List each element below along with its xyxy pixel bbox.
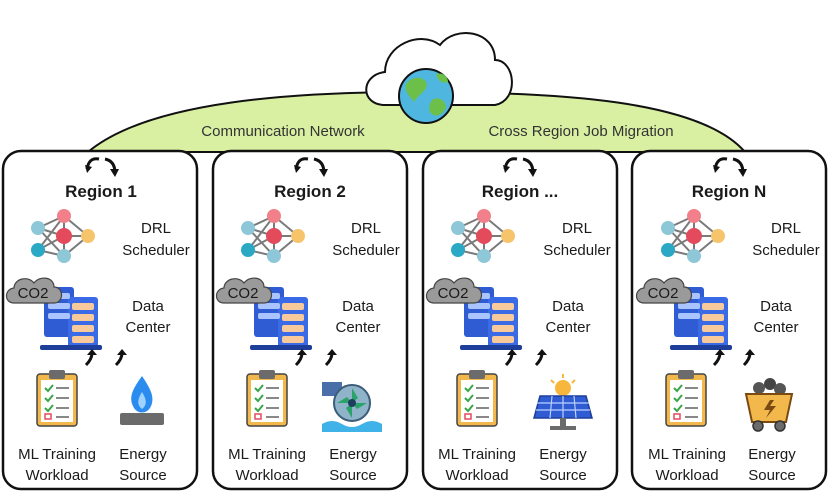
- region-title: Region 2: [274, 182, 346, 201]
- workload-label: Workload: [445, 467, 508, 484]
- energy-label: Energy: [748, 446, 796, 463]
- gas-flame-icon: [120, 376, 164, 425]
- energy-label: Energy: [539, 446, 587, 463]
- workload-label: Workload: [235, 467, 298, 484]
- source-label: Source: [119, 467, 167, 484]
- data-label: Data: [760, 298, 792, 315]
- energy-label: Energy: [119, 446, 167, 463]
- center-label: Center: [753, 319, 798, 336]
- scheduler-label: Scheduler: [332, 242, 400, 259]
- clipboard-icon: [36, 369, 78, 427]
- drl-label: DRL: [771, 220, 801, 237]
- co2-label: CO2: [648, 285, 679, 302]
- clipboard-icon: [456, 369, 498, 427]
- center-label: Center: [125, 319, 170, 336]
- ml-training-label: ML Training: [438, 446, 516, 463]
- ml-training-label: ML Training: [648, 446, 726, 463]
- workload-label: Workload: [655, 467, 718, 484]
- clipboard-icon: [246, 369, 288, 427]
- drl-label: DRL: [141, 220, 171, 237]
- co2-label: CO2: [18, 285, 49, 302]
- source-label: Source: [539, 467, 587, 484]
- data-label: Data: [342, 298, 374, 315]
- workload-label: Workload: [25, 467, 88, 484]
- scheduler-label: Scheduler: [752, 242, 820, 259]
- communication-network-label: Communication Network: [201, 123, 365, 140]
- source-label: Source: [329, 467, 377, 484]
- globe-icon: [398, 68, 454, 124]
- co2-label: CO2: [438, 285, 469, 302]
- region-title: Region N: [692, 182, 767, 201]
- drl-label: DRL: [562, 220, 592, 237]
- scheduler-label: Scheduler: [543, 242, 611, 259]
- source-label: Source: [748, 467, 796, 484]
- cross-region-migration-label: Cross Region Job Migration: [488, 123, 673, 140]
- region-title: Region 1: [65, 182, 137, 201]
- region-title: Region ...: [482, 182, 559, 201]
- energy-label: Energy: [329, 446, 377, 463]
- coal-cart-icon: [744, 378, 794, 432]
- data-label: Data: [132, 298, 164, 315]
- clipboard-icon: [665, 369, 707, 427]
- drl-label: DRL: [351, 220, 381, 237]
- co2-label: CO2: [228, 285, 259, 302]
- center-label: Center: [335, 319, 380, 336]
- solar-panel-icon: [533, 374, 593, 430]
- center-label: Center: [545, 319, 590, 336]
- hydro-turbine-icon: [322, 382, 382, 432]
- ml-training-label: ML Training: [228, 446, 306, 463]
- ml-training-label: ML Training: [18, 446, 96, 463]
- scheduler-label: Scheduler: [122, 242, 190, 259]
- data-label: Data: [552, 298, 584, 315]
